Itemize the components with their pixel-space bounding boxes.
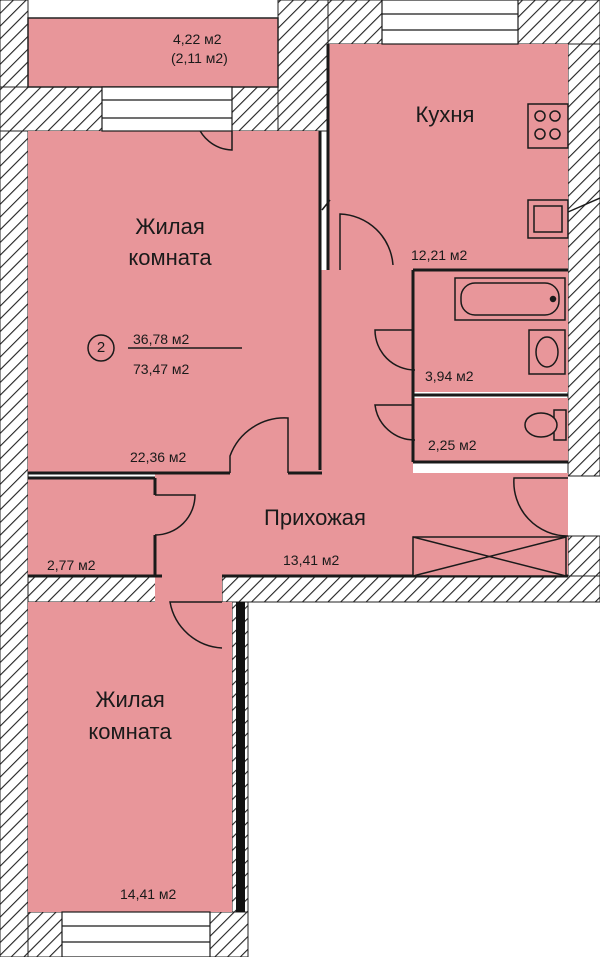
- bathtub-icon: [454, 277, 566, 321]
- balcony-area-reduced: (2,11 м2): [171, 50, 228, 66]
- kitchen-window: [381, 0, 519, 45]
- living-area: 36,78 м2: [133, 331, 190, 347]
- balcony-area: 4,22 м2: [173, 31, 222, 47]
- living-room-2-label-line1: Жилая: [95, 687, 165, 712]
- living-room-2-fill: [28, 602, 232, 912]
- balcony-fill: [27, 17, 279, 88]
- bathroom-area: 3,94 м2: [425, 368, 474, 384]
- storage-area: 2,77 м2: [47, 557, 96, 573]
- living-room-2-window: [61, 911, 211, 957]
- toilet-area: 2,25 м2: [428, 437, 477, 453]
- apartment-legend: [87, 334, 242, 362]
- living-room-2-label-line2: комната: [88, 719, 172, 744]
- rooms-count-circle: [87, 334, 115, 362]
- living-room-1-label-line2: комната: [128, 245, 212, 270]
- kitchen-label: Кухня: [415, 102, 475, 127]
- storage-fill: [28, 478, 155, 576]
- toilet-icon: [524, 409, 567, 441]
- windows: [61, 0, 519, 957]
- partitions: [28, 44, 568, 912]
- balcony-window: [101, 86, 233, 132]
- door-swings: [154, 119, 569, 649]
- living-room-1-label-line1: Жилая: [135, 214, 205, 239]
- stove-icon: [527, 103, 569, 149]
- kitchen-sink-icon: [527, 197, 600, 239]
- wardrobe-icon: [412, 536, 567, 577]
- hallway-area: 13,41 м2: [283, 552, 340, 568]
- rooms-count: 2: [96, 339, 106, 356]
- kitchen-area: 12,21 м2: [411, 247, 468, 263]
- living-room-1-fill: [28, 131, 320, 473]
- washbasin-icon: [528, 329, 566, 375]
- living-room-2-area: 14,41 м2: [120, 886, 177, 902]
- living-room-1-area: 22,36 м2: [130, 449, 187, 465]
- hallway-label: Прихожая: [264, 505, 366, 530]
- room-fills: [27, 17, 568, 912]
- total-area: 73,47 м2: [133, 361, 190, 377]
